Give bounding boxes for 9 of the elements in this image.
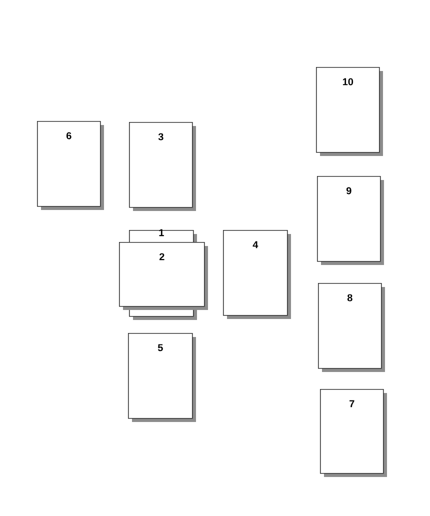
card: 7 (320, 389, 387, 477)
card: 3 (129, 122, 196, 211)
card: 2 (119, 242, 208, 310)
card: 4 (223, 230, 291, 319)
card: 8 (318, 283, 385, 372)
card: 6 (37, 121, 104, 210)
card: 5 (128, 333, 196, 422)
card: 10 (316, 67, 383, 156)
card: 9 (317, 176, 384, 265)
